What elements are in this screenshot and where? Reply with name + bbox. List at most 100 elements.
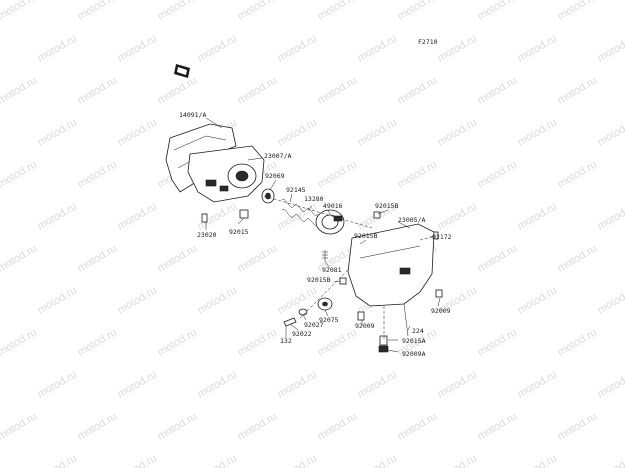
watermark-text: motod.ru: [436, 200, 480, 232]
watermark-text: motod.ru: [436, 368, 480, 400]
watermark-text: motod.ru: [476, 326, 520, 358]
watermark-text: motod.ru: [316, 0, 360, 23]
grommet-hole: [322, 301, 328, 307]
watermark-text: motod.ru: [236, 74, 280, 106]
socket-part: [261, 188, 275, 204]
watermark-text: motod.ru: [196, 32, 240, 64]
watermark-text: motod.ru: [436, 452, 480, 468]
label-23007a: 23007/A: [264, 152, 291, 160]
label-92015b-low: 92015B: [307, 276, 331, 284]
watermark-text: motod.ru: [0, 158, 39, 190]
watermark-text: motod.ru: [76, 158, 120, 190]
watermark-text: motod.ru: [0, 242, 39, 274]
label-23005a: 23005/A: [398, 216, 425, 224]
plug-23020-part: [201, 213, 208, 223]
watermark-text: motod.ru: [236, 0, 280, 23]
watermark-text: motod.ru: [236, 242, 280, 274]
watermark-text: motod.ru: [556, 410, 600, 442]
bolt-132-part: [283, 317, 297, 327]
watermark-text: motod.ru: [156, 326, 200, 358]
watermark-text: motod.ru: [116, 116, 160, 148]
watermark-text: motod.ru: [36, 32, 80, 64]
cap-part: [315, 209, 345, 235]
label-14091a: 14091/A: [179, 111, 206, 119]
watermark-text: motod.ru: [236, 410, 280, 442]
watermark-text: motod.ru: [516, 200, 560, 232]
watermark-text: motod.ru: [596, 32, 625, 64]
watermark-text: motod.ru: [516, 284, 560, 316]
watermark-text: motod.ru: [116, 368, 160, 400]
watermark-text: motod.ru: [476, 158, 520, 190]
watermark-text: motod.ru: [516, 368, 560, 400]
watermark-text: motod.ru: [396, 0, 440, 23]
label-224: 224: [412, 327, 424, 335]
watermark-text: motod.ru: [516, 32, 560, 64]
screw-92015a-part: [379, 335, 388, 346]
watermark-text: motod.ru: [196, 368, 240, 400]
watermark-text: motod.ru: [156, 242, 200, 274]
label-92015b-top: 92015B: [375, 202, 399, 210]
watermark-text: motod.ru: [316, 326, 360, 358]
label-92075: 92075: [319, 316, 339, 324]
diagram-code-label: F2710: [418, 38, 438, 46]
watermark-text: motod.ru: [556, 242, 600, 274]
watermark-text: motod.ru: [596, 284, 625, 316]
watermark-text: motod.ru: [476, 242, 520, 274]
screw-92015b-c-part: [339, 277, 347, 285]
watermark-text: motod.ru: [0, 410, 39, 442]
watermark-text: motod.ru: [476, 410, 520, 442]
spring-part: [281, 199, 319, 226]
watermark-text: motod.ru: [116, 200, 160, 232]
watermark-text: motod.ru: [236, 326, 280, 358]
clip-92015-part: [239, 209, 249, 219]
watermark-text: motod.ru: [356, 368, 400, 400]
watermark-text: motod.ru: [396, 158, 440, 190]
assembly-line-2: [299, 269, 349, 319]
watermark-text: motod.ru: [596, 116, 625, 148]
watermark-text: motod.ru: [516, 452, 560, 468]
watermark-text: motod.ru: [516, 116, 560, 148]
watermark-text: motod.ru: [396, 74, 440, 106]
label-92172: 92172: [432, 233, 452, 241]
nut-92009a-part: [378, 345, 389, 353]
watermark-text: motod.ru: [596, 200, 625, 232]
watermark-text: motod.ru: [196, 452, 240, 468]
watermark-text: motod.ru: [36, 368, 80, 400]
label-92081: 92081: [322, 266, 342, 274]
watermark-text: motod.ru: [596, 452, 625, 468]
watermark-text: motod.ru: [436, 116, 480, 148]
label-92009a: 92009A: [402, 350, 426, 358]
watermark-text: motod.ru: [156, 74, 200, 106]
watermark-text: motod.ru: [36, 452, 80, 468]
watermark-text: motod.ru: [356, 116, 400, 148]
watermark-text: motod.ru: [276, 32, 320, 64]
watermark-text: motod.ru: [276, 452, 320, 468]
watermark-text: motod.ru: [76, 410, 120, 442]
screw-92009-b-part: [435, 289, 443, 298]
label-92069: 92069: [265, 172, 285, 180]
label-92022: 92022: [292, 330, 312, 338]
watermark-text: motod.ru: [316, 410, 360, 442]
assembly-line-4: [419, 235, 437, 241]
washer-92027-part: [298, 308, 308, 316]
label-92015b-mid: 92015B: [354, 232, 378, 240]
watermark-text: motod.ru: [76, 326, 120, 358]
watermark-text: motod.ru: [116, 32, 160, 64]
watermark-text: motod.ru: [76, 0, 120, 23]
watermark-text: motod.ru: [276, 116, 320, 148]
spring-92081-part: [322, 250, 328, 262]
watermark-text: motod.ru: [556, 326, 600, 358]
label-92015a: 92015A: [402, 337, 426, 345]
label-92009-right: 92009: [431, 307, 451, 315]
watermark-text: motod.ru: [196, 284, 240, 316]
watermark-text: motod.ru: [356, 452, 400, 468]
screw-92015b-a-part: [373, 211, 381, 219]
label-23020: 23020: [197, 231, 217, 239]
lamp-housing-part: [187, 145, 265, 203]
screw-92009-a-part: [357, 311, 365, 321]
label-92027: 92027: [304, 321, 324, 329]
watermark-text: motod.ru: [76, 74, 120, 106]
label-92145: 92145: [286, 186, 306, 194]
